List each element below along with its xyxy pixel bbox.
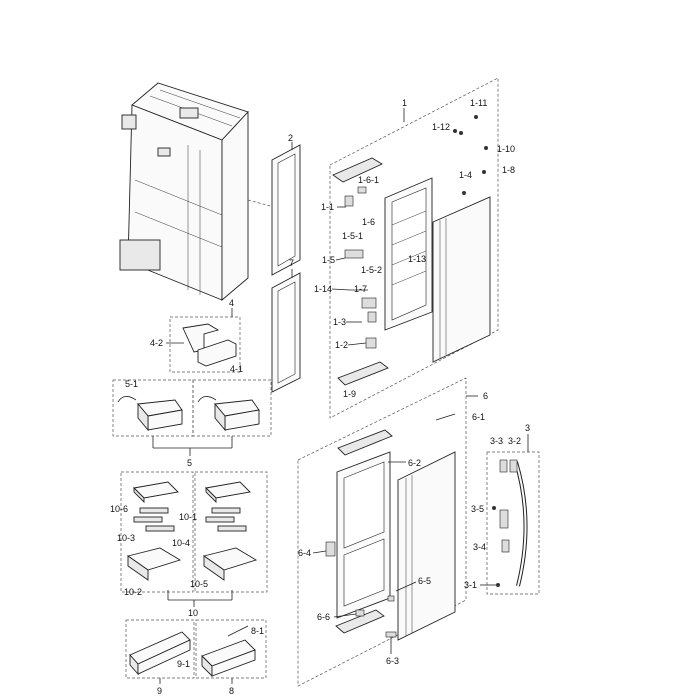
bin-9 bbox=[129, 631, 191, 676]
group-10-frame-right bbox=[194, 471, 268, 593]
handle-small-parts bbox=[492, 459, 518, 587]
drawer-10-right bbox=[202, 481, 258, 581]
label-10-6: 10-6 bbox=[110, 504, 128, 514]
label-3-4: 3-4 bbox=[473, 542, 486, 552]
label-5: 5 bbox=[187, 458, 192, 468]
label-1-14: 1-14 bbox=[314, 284, 332, 294]
label-2: 2 bbox=[288, 133, 293, 143]
door-1-panel bbox=[432, 196, 491, 363]
label-6-2: 6-2 bbox=[408, 458, 421, 468]
bin-8 bbox=[201, 625, 256, 678]
label-6-1: 6-1 bbox=[472, 412, 485, 422]
label-1-7: 1-7 bbox=[354, 284, 367, 294]
label-3: 3 bbox=[525, 423, 530, 433]
label-1-4: 1-4 bbox=[459, 170, 472, 180]
part-4-2 bbox=[182, 323, 220, 353]
part-4-1 bbox=[197, 339, 237, 367]
door-6-panel bbox=[397, 451, 456, 641]
label-1-9: 1-9 bbox=[343, 389, 356, 399]
cabinet-assembly bbox=[119, 82, 249, 301]
label-1-11: 1-11 bbox=[470, 98, 487, 108]
label-1-10: 1-10 bbox=[497, 144, 515, 154]
label-6-5: 6-5 bbox=[418, 576, 431, 586]
door-6-top-cover bbox=[337, 429, 393, 456]
label-4-2: 4-2 bbox=[150, 338, 163, 348]
group-8-frame bbox=[195, 619, 267, 679]
label-1-5-1: 1-5-1 bbox=[342, 231, 363, 241]
label-10-3: 10-3 bbox=[117, 533, 135, 543]
label-1-3: 1-3 bbox=[333, 317, 346, 327]
label-10: 10 bbox=[188, 608, 198, 618]
label-9-1: 9-1 bbox=[177, 659, 190, 669]
bin-5-left bbox=[117, 396, 183, 432]
label-1-13: 1-13 bbox=[408, 254, 426, 264]
door-1-bottom-cover bbox=[337, 361, 389, 386]
label-1-6-1: 1-6-1 bbox=[358, 175, 379, 185]
label-7: 7 bbox=[289, 258, 294, 268]
small-parts-door-6 bbox=[325, 413, 456, 638]
handle-bar bbox=[514, 461, 528, 587]
label-9: 9 bbox=[157, 686, 162, 696]
group-3-frame bbox=[486, 451, 540, 595]
label-6-3: 6-3 bbox=[386, 656, 399, 666]
door-1-hinge-bracket bbox=[332, 157, 383, 183]
label-3-1: 3-1 bbox=[464, 580, 477, 590]
label-4-1: 4-1 bbox=[230, 364, 243, 374]
label-1-12: 1-12 bbox=[432, 122, 450, 132]
label-10-4: 10-4 bbox=[172, 538, 190, 548]
gasket-upper bbox=[271, 142, 301, 276]
label-3-5: 3-5 bbox=[471, 504, 484, 514]
door-1-inner-frame bbox=[384, 177, 433, 331]
group-10-frame-left bbox=[120, 471, 194, 593]
label-10-1: 10-1 bbox=[179, 512, 197, 522]
label-6-4: 6-4 bbox=[298, 548, 311, 558]
label-4: 4 bbox=[229, 298, 234, 308]
bin-5-right bbox=[197, 396, 260, 432]
small-parts-door-1 bbox=[344, 115, 488, 349]
label-1-2: 1-2 bbox=[335, 340, 348, 350]
door-6-inner-frame bbox=[336, 451, 391, 619]
label-10-2: 10-2 bbox=[124, 587, 142, 597]
group-1-frame bbox=[329, 77, 499, 419]
label-6: 6 bbox=[483, 391, 488, 401]
label-6-6: 6-6 bbox=[317, 612, 330, 622]
label-3-3: 3-3 bbox=[490, 436, 503, 446]
label-8-1: 8-1 bbox=[251, 626, 264, 636]
label-8: 8 bbox=[229, 686, 234, 696]
group-4-frame bbox=[169, 316, 241, 373]
label-1-6: 1-6 bbox=[362, 217, 375, 227]
gasket-lower bbox=[271, 269, 301, 393]
label-1-5: 1-5 bbox=[322, 255, 335, 265]
label-1-8: 1-8 bbox=[502, 165, 515, 175]
label-10-5: 10-5 bbox=[190, 579, 208, 589]
label-5-1: 5-1 bbox=[125, 379, 138, 389]
label-3-2: 3-2 bbox=[508, 436, 521, 446]
label-1: 1 bbox=[402, 98, 407, 108]
label-1-1: 1-1 bbox=[321, 202, 334, 212]
drawer-10-left bbox=[126, 481, 182, 581]
label-1-5-2: 1-5-2 bbox=[361, 265, 382, 275]
